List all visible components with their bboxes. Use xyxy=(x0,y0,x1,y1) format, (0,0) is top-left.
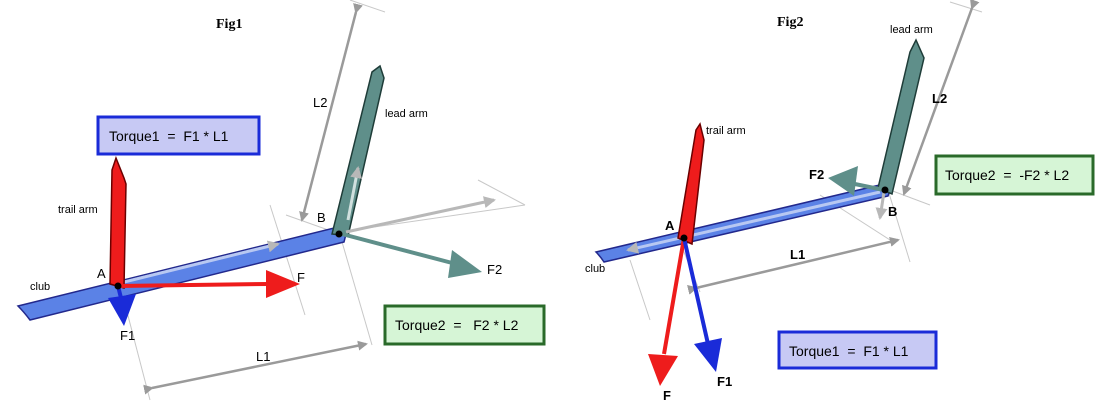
lead-arm-extension-arrow xyxy=(345,196,496,234)
figure-1: Fig1 xyxy=(16,0,546,401)
lead-arm-2 xyxy=(877,38,925,196)
point-b-label-2: B xyxy=(888,204,897,219)
f1-arrow-head xyxy=(108,294,136,326)
trail-arm-label-2: trail arm xyxy=(706,125,746,137)
f1-arrow-head-2 xyxy=(694,338,722,372)
lead-arm-label: lead arm xyxy=(385,108,428,120)
force-f2-label-2: F2 xyxy=(809,167,824,182)
pivot-a-2 xyxy=(680,234,688,242)
pivot-b xyxy=(335,230,343,238)
force-f2-label: F2 xyxy=(487,262,502,277)
force-f-label-2: F xyxy=(663,388,671,403)
point-a-label: A xyxy=(97,266,106,281)
length-l1-label-2: L1 xyxy=(790,247,805,262)
length-l1-label: L1 xyxy=(256,349,270,364)
trail-arm-label: trail arm xyxy=(58,204,98,216)
length-l2-label: L2 xyxy=(313,95,327,110)
torque2-formula-2: Torque2 = -F2 * L2 xyxy=(945,167,1069,183)
torque1-formula-2: Torque1 = F1 * L1 xyxy=(789,343,909,359)
torque1-box-2: Torque1 = F1 * L1 xyxy=(777,330,938,370)
l2-dimension-line xyxy=(299,3,363,222)
figure-2: Fig2 xyxy=(585,0,1095,403)
f2-arrow-head-2 xyxy=(828,166,858,196)
trail-arm xyxy=(109,155,127,289)
force-f-label: F xyxy=(297,270,305,285)
pivot-b-2 xyxy=(881,186,889,194)
l2-dimension-line-2 xyxy=(902,0,980,196)
f2-arrow-shaft-2 xyxy=(849,181,885,192)
l1-dimension-line xyxy=(143,340,368,395)
lead-arm-direction-arrow xyxy=(346,166,363,221)
lead-arm-direction-arrow-2 xyxy=(875,191,888,220)
f-arrow-shaft-2 xyxy=(662,237,686,355)
l1-dimension-line-2 xyxy=(687,236,900,295)
point-b-label: B xyxy=(317,210,326,225)
force-f1-label-2: F1 xyxy=(717,374,732,389)
lead-arm-label-2: lead arm xyxy=(890,24,933,36)
extension-lines-2 xyxy=(629,1,983,321)
torque2-formula: Torque2 = F2 * L2 xyxy=(395,317,519,333)
trail-arm-2 xyxy=(677,122,705,246)
f-arrow-shaft xyxy=(117,282,269,288)
club-label: club xyxy=(30,281,50,293)
f1-arrow-shaft-2 xyxy=(682,237,710,345)
f2-arrow-shaft xyxy=(341,232,457,266)
length-l2-label-2: L2 xyxy=(932,91,947,106)
f-arrow-head xyxy=(266,270,300,298)
club-label-2: club xyxy=(585,263,605,275)
figure-1-title: Fig1 xyxy=(216,17,242,32)
figure-2-title: Fig2 xyxy=(777,15,803,30)
club-direction-arrow xyxy=(119,240,280,285)
f2-arrow-head xyxy=(448,250,482,278)
force-f1-label: F1 xyxy=(120,328,135,343)
club-direction-arrow-2 xyxy=(626,190,881,254)
pivot-a xyxy=(114,282,122,290)
point-a-label-2: A xyxy=(665,218,675,233)
torque2-box-2: Torque2 = -F2 * L2 xyxy=(934,154,1095,196)
torque2-box: Torque2 = F2 * L2 xyxy=(383,304,546,346)
torque1-box: Torque1 = F1 * L1 xyxy=(96,115,261,156)
f-arrow-head-2 xyxy=(648,354,678,386)
torque1-formula: Torque1 = F1 * L1 xyxy=(109,128,229,144)
lead-arm xyxy=(331,64,385,237)
